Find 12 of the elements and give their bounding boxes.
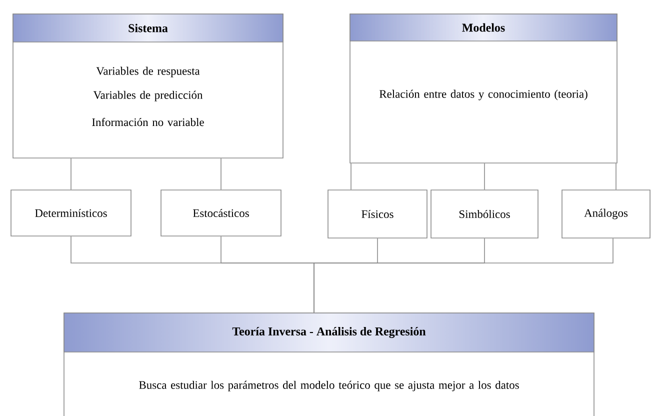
connector-line [220,158,222,190]
connector-line [484,163,485,190]
category-box: Estocásticos [160,190,282,236]
connector-line [70,158,72,190]
category-box: Físicos [328,190,428,238]
connector-line [350,163,352,190]
titled-box: Modelos Relación entre datos y conocimiento (teoria) [350,14,618,164]
category-box: Determinísticos [10,190,132,236]
category-box: Análogos [562,190,650,238]
category-box: Simbólicos [430,190,538,238]
titled-box: Sistema Variables de respuesta Variables de predicción Información no variable [12,14,284,158]
titled-box: Teoría Inversa - Análisis de Regresión Busca estudiar los parámetros del modelo teórico que se ajusta mejor a los datos [64,312,594,416]
